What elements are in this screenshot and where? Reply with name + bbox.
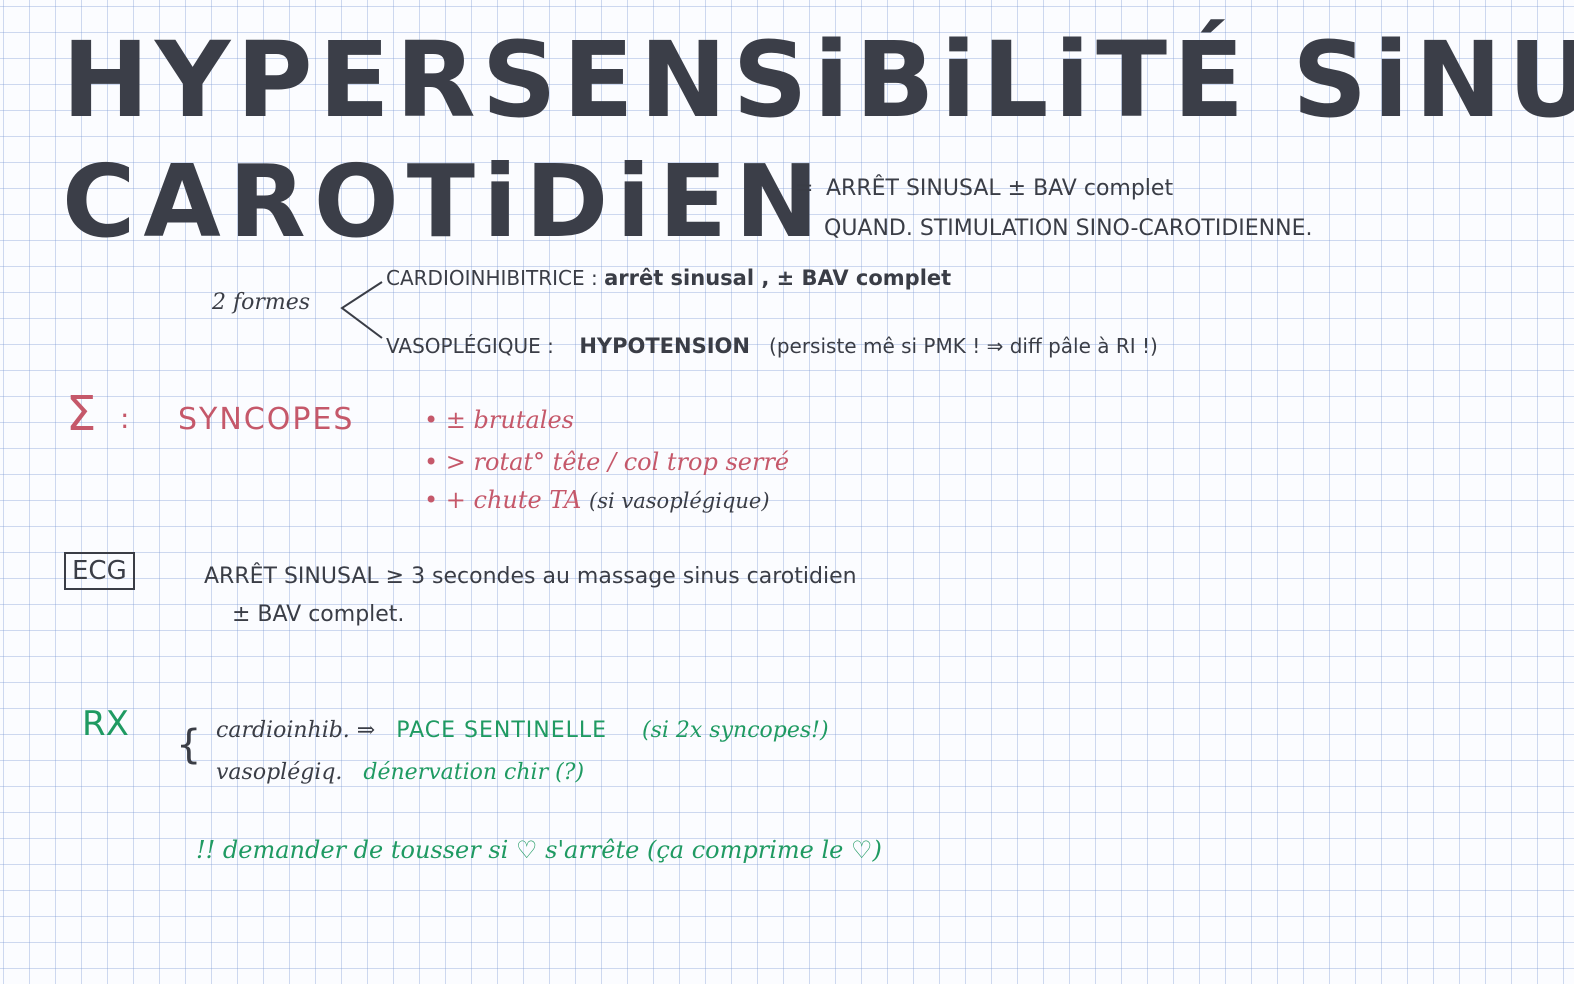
- definition-line-2: QUAND. STIMULATION SINO-CAROTIDIENNE.: [824, 216, 1313, 241]
- forms-brace: [340, 281, 383, 339]
- treatment-label: RX: [82, 704, 129, 744]
- treatment-vaso-label: vasoplégiq.: [216, 760, 343, 785]
- title-line-2: CAROTiDiEN: [62, 143, 827, 260]
- symptom-bullet-1: • ± brutales: [424, 406, 574, 434]
- symptom-bullet-3-text: • + chute TA: [424, 486, 582, 514]
- sigma-symbol: Σ: [66, 386, 97, 442]
- form-vaso-value: HYPOTENSION: [579, 334, 750, 358]
- symptom-bullet-3: • + chute TA (si vasoplégique): [424, 486, 770, 514]
- treatment-cardio-note: (si 2x syncopes!): [642, 718, 829, 743]
- definition-dash: =: [795, 176, 814, 201]
- treatment-cardio-label: cardioinhib. ⇒: [216, 718, 376, 743]
- definition-line-1: ARRÊT SINUSAL ± BAV complet: [826, 176, 1174, 201]
- ecg-label-box: ECG: [64, 552, 135, 590]
- form-cardio-label: CARDIOINHIBITRICE :: [386, 266, 598, 290]
- symptom-bullet-2-text: • > rotat° tête / col trop serré: [424, 448, 790, 476]
- forms-label: 2 formes: [212, 290, 311, 315]
- symptom-bullet-1-text: • ± brutales: [424, 406, 574, 434]
- treatment-brace: {: [176, 722, 202, 768]
- symptom-bullet-2: • > rotat° tête / col trop serré: [424, 448, 789, 476]
- form-vasoplegic: VASOPLÉGIQUE : HYPOTENSION (persiste mê …: [386, 334, 1158, 358]
- treatment-vaso: vasoplégiq. dénervation chir (?): [216, 760, 584, 785]
- ecg-line-1: ARRÊT SINUSAL ≥ 3 secondes au massage si…: [204, 564, 857, 589]
- treatment-note: !! demander de tousser si ♡ s'arrête (ça…: [196, 836, 882, 864]
- symptom-bullet-3-note: (si vasoplégique): [589, 489, 770, 513]
- form-vaso-label: VASOPLÉGIQUE :: [386, 334, 554, 358]
- form-cardioinhibitory: CARDIOINHIBITRICE : arrêt sinusal , ± BA…: [386, 266, 951, 290]
- title-line-1: HYPERSENSiBiLiTÉ SiNUS: [62, 19, 1574, 141]
- form-cardio-value: arrêt sinusal , ± BAV complet: [604, 266, 952, 290]
- treatment-cardio-value: PACE SENTINELLE: [396, 718, 608, 743]
- treatment-cardio: cardioinhib. ⇒ PACE SENTINELLE (si 2x sy…: [216, 718, 829, 743]
- treatment-vaso-value: dénervation chir (?): [363, 760, 585, 785]
- form-vaso-note: (persiste mê si PMK ! ⇒ diff pâle à RI !…: [769, 334, 1158, 358]
- symptoms-title: SYNCOPES: [178, 402, 355, 437]
- ecg-line-2: ± BAV complet.: [232, 602, 405, 627]
- sigma-colon: :: [120, 402, 130, 435]
